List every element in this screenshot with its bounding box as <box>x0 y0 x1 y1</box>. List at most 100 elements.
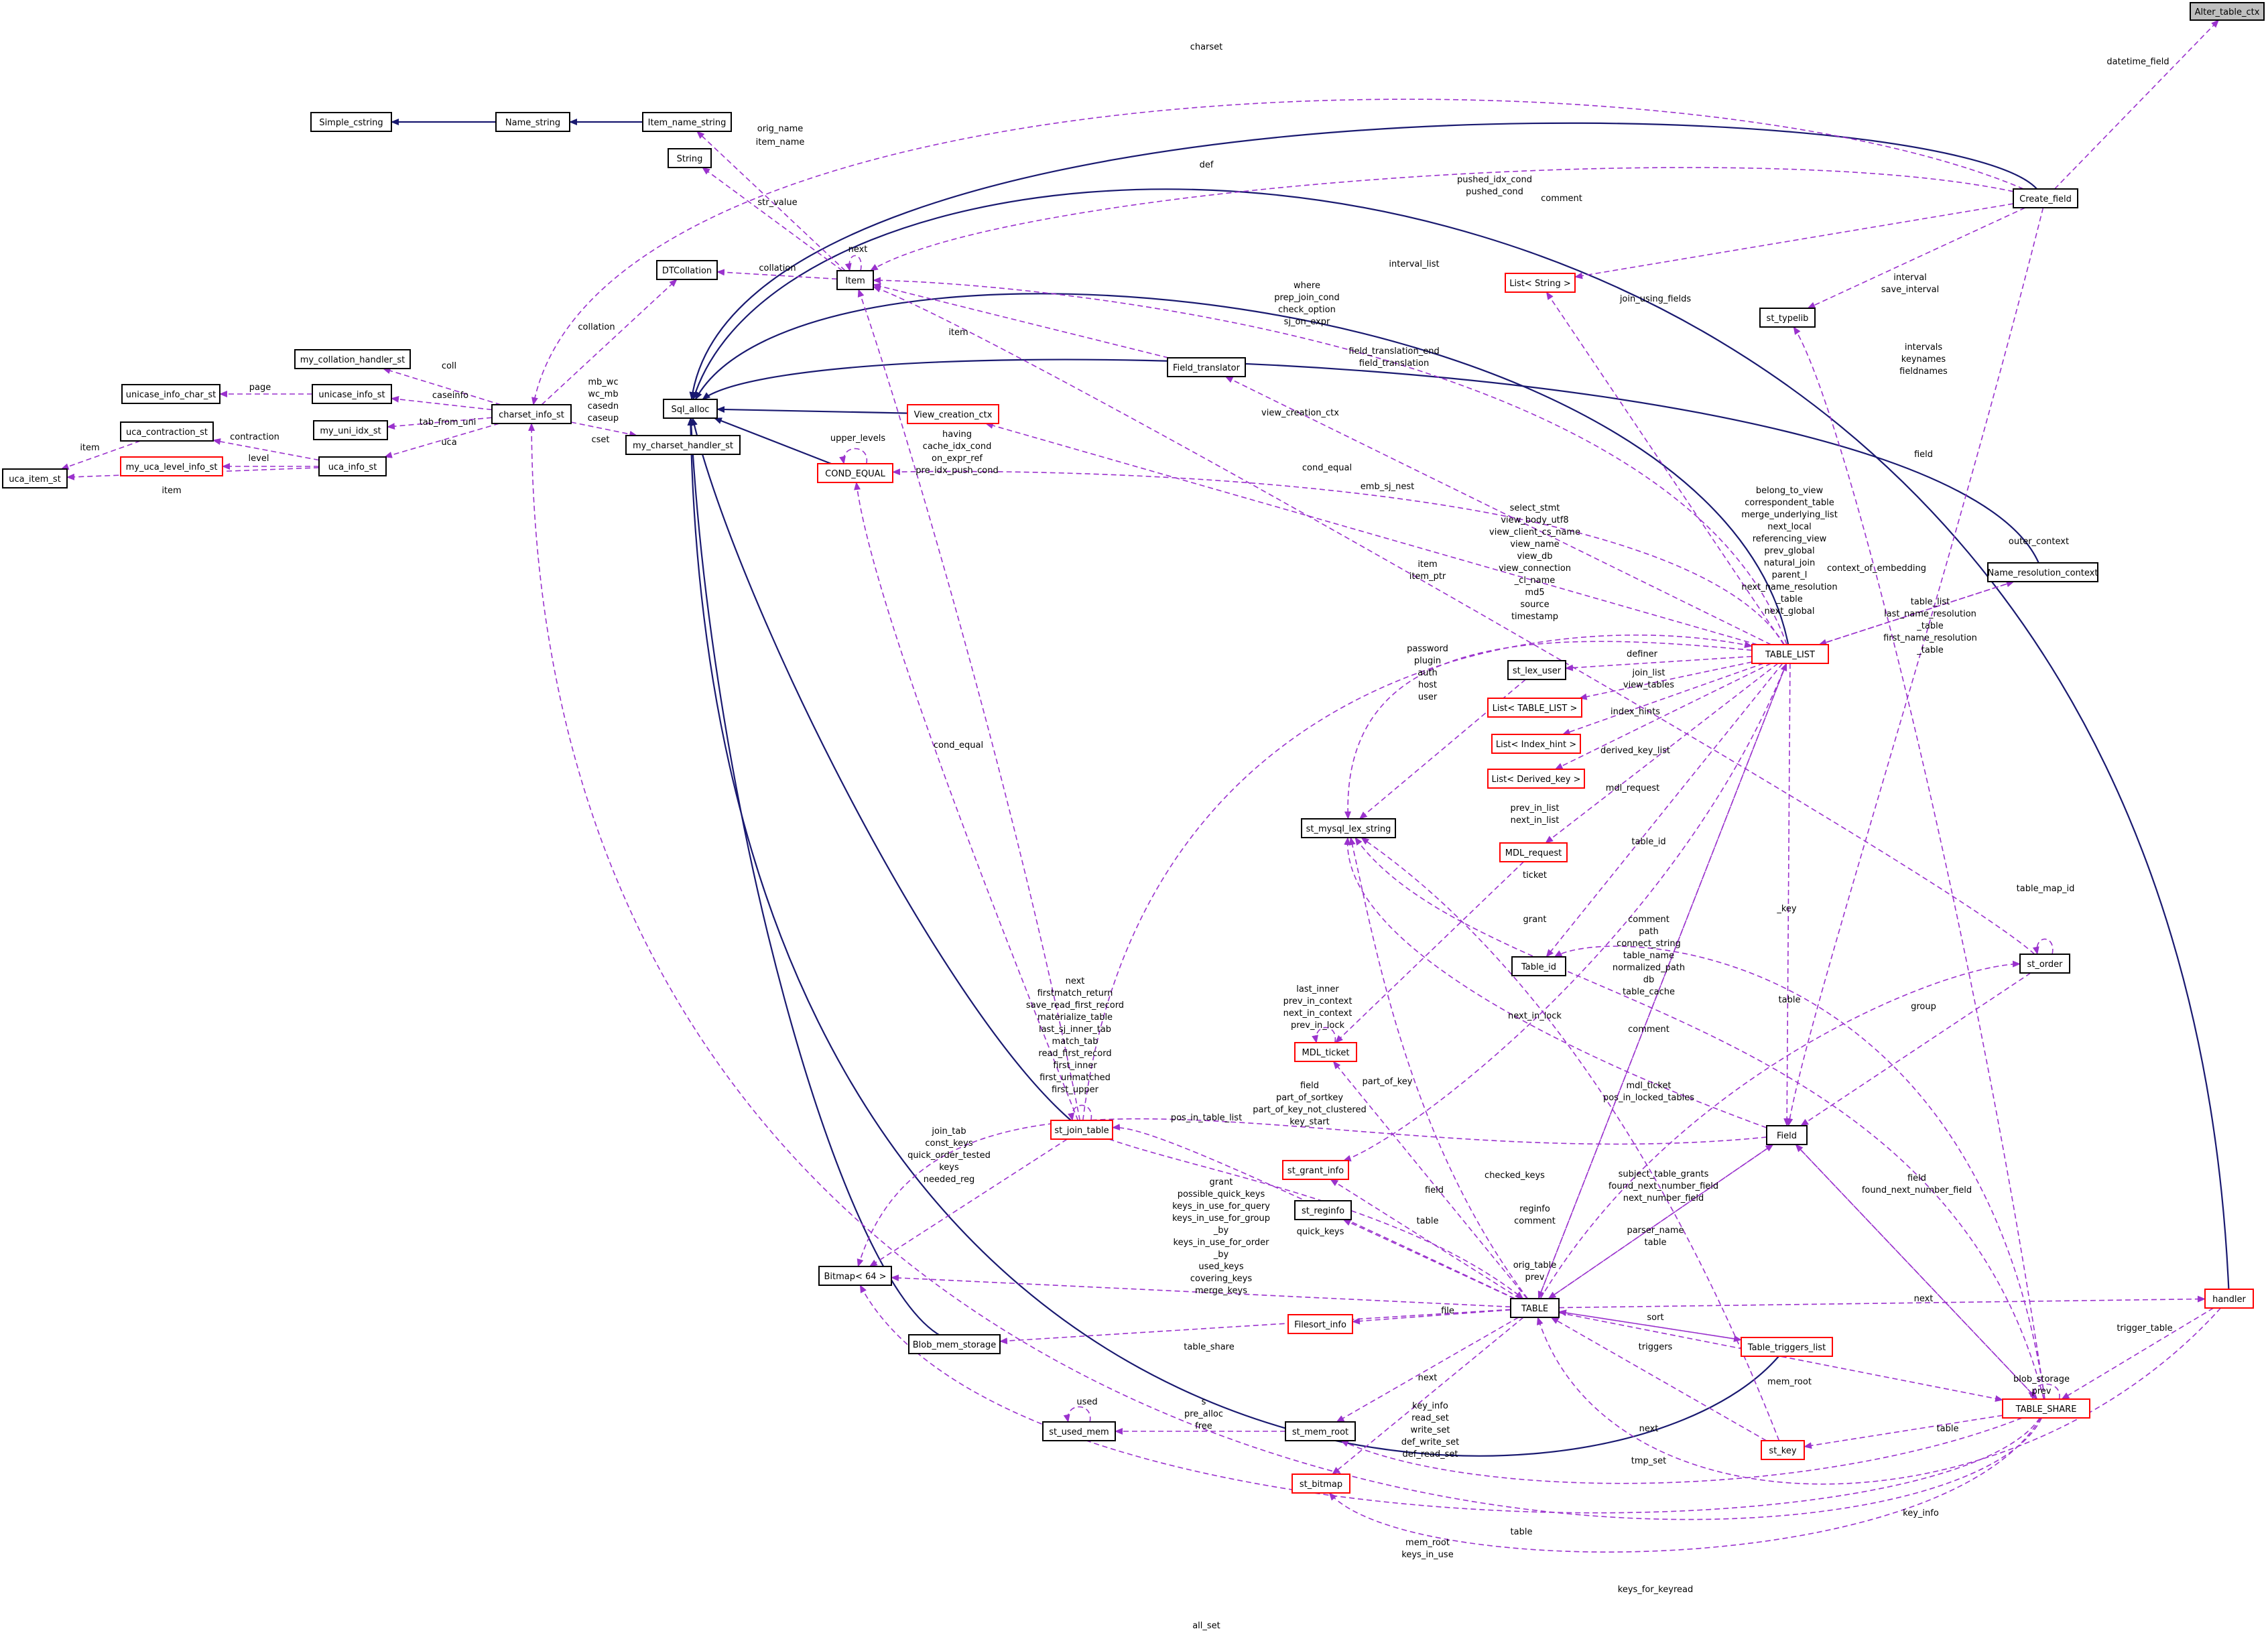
edge-label: found_next_number_field <box>1609 1181 1718 1191</box>
node-table_triggers_list[interactable]: Table_triggers_list <box>1741 1337 1833 1357</box>
edge-label: mem_root <box>1405 1538 1450 1548</box>
node-handler[interactable]: handler <box>2204 1289 2254 1309</box>
node-charset_info_st[interactable]: charset_info_st <box>491 404 572 424</box>
node-uca_contraction_st[interactable]: uca_contraction_st <box>120 421 214 442</box>
node-box-st_used_mem <box>1042 1421 1116 1441</box>
node-blob_mem_storage[interactable]: Blob_mem_storage <box>908 1334 1001 1354</box>
edge-label: next_in_context <box>1283 1008 1352 1019</box>
node-unicase_info_st[interactable]: unicase_info_st <box>312 384 392 404</box>
node-uca_item_st[interactable]: uca_item_st <box>2 468 68 488</box>
edge-label: item <box>162 486 181 496</box>
node-cond_equal[interactable]: COND_EQUAL <box>817 463 893 483</box>
node-my_uca_level_info_st[interactable]: my_uca_level_info_st <box>120 456 223 476</box>
node-table_list[interactable]: TABLE_LIST <box>1751 644 1829 664</box>
node-st_lex_user[interactable]: st_lex_user <box>1507 660 1566 680</box>
node-box-uca_contraction_st <box>120 421 214 442</box>
node-label-simple_cstring: Simple_cstring <box>319 118 383 128</box>
edge-label: check_option <box>1278 305 1336 315</box>
node-unicase_info_char_st[interactable]: unicase_info_char_st <box>121 384 220 404</box>
node-st_mysql_lex_string[interactable]: st_mysql_lex_string <box>1301 818 1396 838</box>
node-box-st_grant_info <box>1282 1160 1349 1180</box>
node-simple_cstring[interactable]: Simple_cstring <box>310 112 392 132</box>
node-dtcollation[interactable]: DTCollation <box>656 260 718 280</box>
node-mdl_ticket[interactable]: MDL_ticket <box>1294 1042 1357 1062</box>
edge-label: item <box>80 443 99 453</box>
node-sql_alloc[interactable]: Sql_alloc <box>663 399 718 419</box>
node-table[interactable]: TABLE <box>1510 1298 1560 1318</box>
node-name_string[interactable]: Name_string <box>495 112 570 132</box>
node-box-name_string <box>495 112 570 132</box>
node-table_share[interactable]: TABLE_SHARE <box>2002 1398 2090 1419</box>
edge-name_resolution_context-to-sql_alloc <box>702 358 2039 564</box>
node-list_index_hint[interactable]: List< Index_hint > <box>1491 734 1581 754</box>
node-create_field[interactable]: Create_field <box>2013 188 2078 208</box>
node-mdl_request[interactable]: MDL_request <box>1499 842 1568 862</box>
edge-label: db <box>1643 975 1655 985</box>
edge-label: part_of_sortkey <box>1276 1093 1343 1103</box>
node-label-table_id: Table_id <box>1521 962 1556 972</box>
node-my_collation_handler_st[interactable]: my_collation_handler_st <box>294 349 411 369</box>
edge-label: first_name_resolution <box>1883 633 1977 643</box>
node-label-my_uca_level_info_st: my_uca_level_info_st <box>126 462 218 472</box>
node-label-dtcollation: DTCollation <box>662 266 712 276</box>
edge-label: read_first_record <box>1038 1049 1111 1059</box>
edge-label: key_info <box>1903 1508 1939 1518</box>
node-item_name_string[interactable]: Item_name_string <box>642 112 732 132</box>
node-list_string[interactable]: List< String > <box>1505 273 1576 293</box>
edge-label: derived_key_list <box>1600 746 1670 756</box>
node-label-uca_item_st: uca_item_st <box>9 474 61 484</box>
node-table_id[interactable]: Table_id <box>1511 956 1566 976</box>
node-st_grant_info[interactable]: st_grant_info <box>1282 1160 1349 1180</box>
node-bitmap64[interactable]: Bitmap< 64 > <box>818 1266 892 1286</box>
node-box-table_share <box>2002 1398 2090 1419</box>
edge-handler-to-table_share <box>2061 1307 2214 1400</box>
edge-table_share-to-st_mem_root <box>1340 1417 2023 1484</box>
node-label-charset_info_st: charset_info_st <box>499 410 564 420</box>
node-st_used_mem[interactable]: st_used_mem <box>1042 1421 1116 1441</box>
node-view_creation_ctx[interactable]: View_creation_ctx <box>907 404 999 424</box>
node-my_charset_handler_st[interactable]: my_charset_handler_st <box>625 435 741 455</box>
node-item[interactable]: Item <box>836 270 874 290</box>
edge-label: table_cache <box>1623 987 1675 997</box>
node-filesort_info[interactable]: Filesort_info <box>1287 1314 1353 1334</box>
edge-label: def_write_set <box>1401 1437 1459 1447</box>
node-st_order[interactable]: st_order <box>2019 954 2070 974</box>
edge-label: quick_order_tested <box>907 1151 991 1161</box>
node-st_bitmap[interactable]: st_bitmap <box>1292 1474 1350 1494</box>
edge-label: str_value <box>757 198 797 208</box>
node-box-string <box>668 148 712 168</box>
node-box-list_index_hint <box>1491 734 1581 754</box>
edge-label: table_list <box>1911 597 1950 607</box>
node-st_typelib[interactable]: st_typelib <box>1759 308 1816 328</box>
node-list_derived_key[interactable]: List< Derived_key > <box>1487 769 1585 789</box>
edge-label: interval <box>1893 273 1927 283</box>
node-uca_info_st[interactable]: uca_info_st <box>318 456 387 476</box>
node-string[interactable]: String <box>668 148 712 168</box>
edge-label: table_id <box>1631 837 1665 847</box>
node-my_uni_idx_st[interactable]: my_uni_idx_st <box>313 420 388 440</box>
node-name_resolution_context[interactable]: Name_resolution_context <box>1987 562 2098 582</box>
edge-label: prev <box>2031 1386 2051 1396</box>
edge-label: needed_reg <box>924 1175 975 1185</box>
node-box-view_creation_ctx <box>907 404 999 424</box>
edge-label: where <box>1294 281 1320 291</box>
node-label-st_typelib: st_typelib <box>1767 314 1809 324</box>
node-label-my_collation_handler_st: my_collation_handler_st <box>300 355 405 365</box>
node-st_reginfo[interactable]: st_reginfo <box>1294 1200 1352 1220</box>
node-box-unicase_info_st <box>312 384 392 404</box>
edge-st_join_table-to-bitmap64 <box>869 1138 1068 1267</box>
node-field_translator[interactable]: Field_translator <box>1167 357 1246 377</box>
node-st_key[interactable]: st_key <box>1761 1440 1805 1460</box>
node-box-item <box>836 270 874 290</box>
edge-label: plugin <box>1414 656 1441 666</box>
edge-label: last_inner <box>1296 984 1339 994</box>
edge-label: table <box>1937 1424 1959 1434</box>
node-label-uca_info_st: uca_info_st <box>328 462 377 472</box>
node-alter_table_ctx[interactable]: Alter_table_ctx <box>2190 2 2265 21</box>
node-list_table_list[interactable]: List< TABLE_LIST > <box>1487 698 1582 718</box>
edge-label: keys_in_use_for_group <box>1172 1214 1270 1224</box>
node-st_mem_root[interactable]: st_mem_root <box>1285 1421 1356 1441</box>
edge-uca_info_st-to-uca_contraction_st <box>212 438 320 461</box>
node-field[interactable]: Field <box>1766 1125 1808 1145</box>
node-st_join_table[interactable]: st_join_table <box>1050 1120 1113 1140</box>
